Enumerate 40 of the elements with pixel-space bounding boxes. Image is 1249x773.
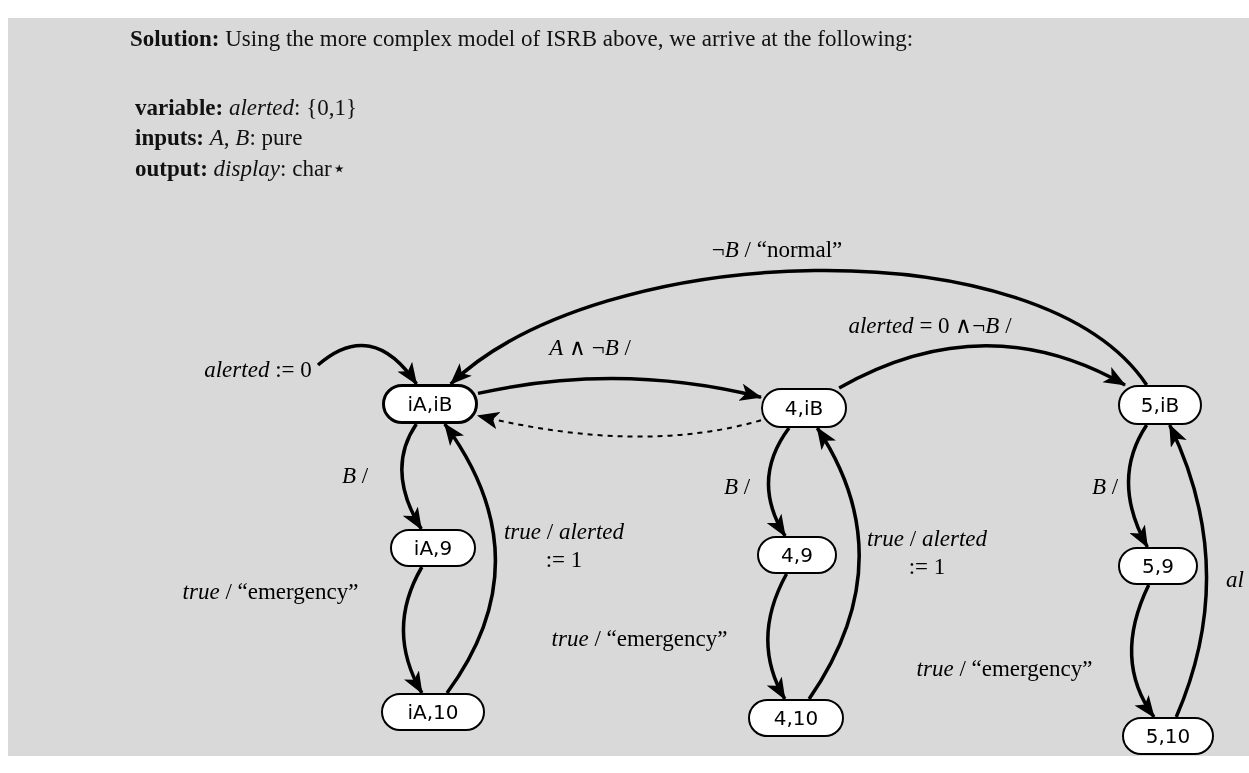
declaration-line: inputs: A, B: pure [135, 125, 303, 151]
transition-arrow [1129, 584, 1156, 718]
state-box: 5,10 [1122, 717, 1214, 755]
edge-label: alerted = 0 ∧¬B / [847, 312, 1013, 340]
state-box: 5,iB [1118, 385, 1202, 425]
edge-label: B / [1090, 473, 1120, 501]
edge-label: A ∧ ¬B / [547, 334, 632, 362]
state-box: iA,9 [390, 529, 476, 567]
edge-label: alerted := 0 [203, 356, 313, 384]
transition-arrow [1168, 424, 1209, 718]
transition-arrow [807, 427, 861, 700]
transition-arrow [1126, 424, 1149, 548]
transition-arrow [400, 423, 423, 530]
solution-sentence: Solution: Using the more complex model of ISRB above, we arrive at the following: [130, 26, 914, 52]
edge-label: true / “emergency” [915, 655, 1094, 683]
edge-label: true / “emergency” [550, 625, 729, 653]
edge-label: ¬B / “normal” [710, 236, 844, 264]
state-box: iA,10 [381, 693, 485, 731]
declaration-line: variable: alerted: {0,1} [135, 95, 358, 121]
state-box: 4,9 [757, 536, 837, 574]
state-box: 4,10 [748, 699, 844, 737]
declaration-line: output: display: char⋆ [135, 155, 346, 182]
edge-label: al [1226, 566, 1245, 594]
edge-label: B / [340, 462, 370, 490]
transition-arrow [766, 573, 789, 700]
state-box: iA,iB [382, 384, 478, 424]
transition-arrow [449, 268, 1148, 387]
transition-arrow [443, 423, 498, 694]
state-box: 4,iB [761, 388, 847, 428]
transition-arrow [401, 566, 424, 694]
transition-arrow [766, 427, 791, 537]
edge-label: true / alerted := 1 [503, 518, 625, 574]
state-box: 5,9 [1118, 547, 1198, 585]
edge-label: B / [722, 473, 752, 501]
edge-label: true / “emergency” [181, 578, 360, 606]
transition-arrow [476, 411, 762, 438]
transition-arrow [838, 344, 1126, 390]
transition-arrow [316, 343, 418, 386]
transition-arrow [477, 376, 763, 402]
edge-label: true / alerted := 1 [866, 525, 988, 581]
